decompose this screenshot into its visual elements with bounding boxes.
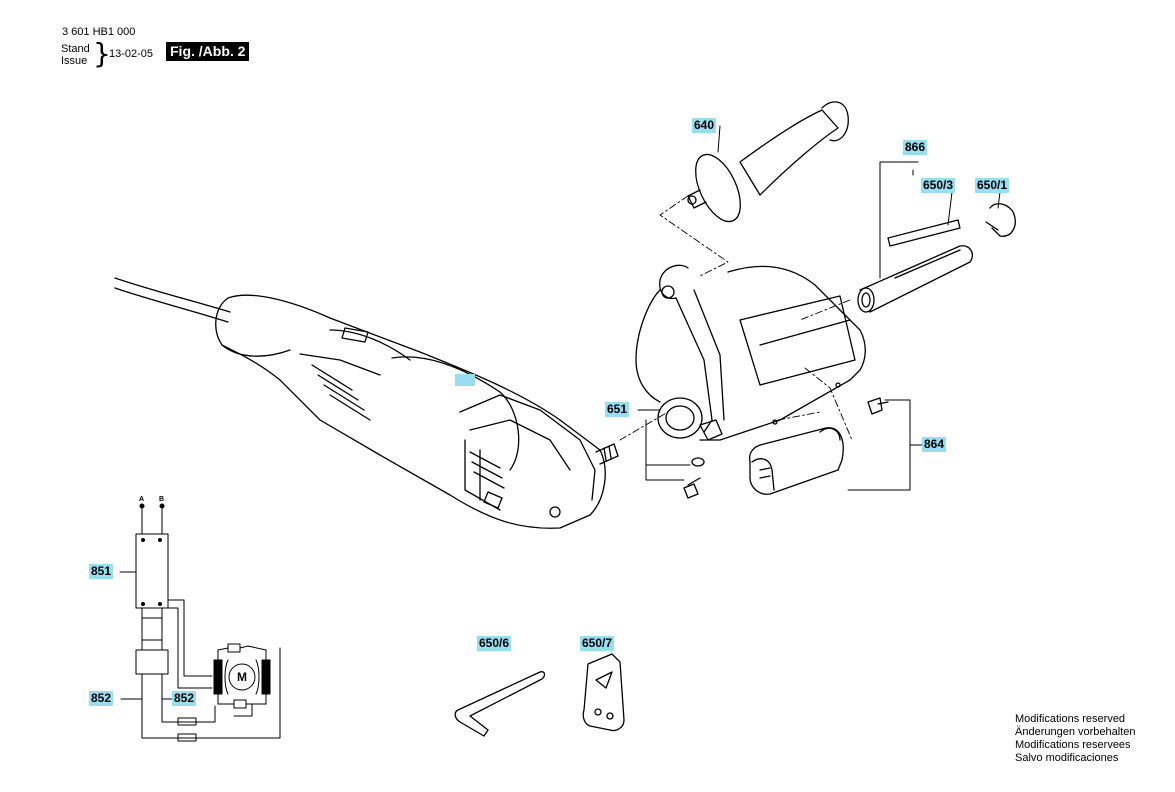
- leader-lines: [637, 125, 1001, 491]
- notice-line: Modifications reservees: [1015, 739, 1131, 751]
- schematic-leaders: [119, 571, 173, 700]
- notice-line: Modifications reserved: [1015, 713, 1126, 725]
- callout-650-7: 650/7: [580, 636, 615, 651]
- issue-date: 13-02-05: [109, 48, 154, 60]
- callout-650-6: 650/6: [477, 636, 512, 651]
- figure-badge: Fig. /Abb. 2: [166, 42, 250, 61]
- side-handle: [687, 101, 849, 223]
- terminal-b-label: B: [159, 496, 164, 503]
- wiring-schematic: [135, 503, 281, 742]
- callout-866: 866: [903, 140, 928, 155]
- callout-650-3: 650/3: [921, 178, 956, 193]
- callout-852-right: 852: [172, 691, 197, 706]
- assembly-lines: [619, 195, 853, 441]
- power-cord: [114, 277, 231, 323]
- modifications-notice: Modifications reserved Änderungen vorbeh…: [1015, 713, 1135, 765]
- cover-assembly: [748, 397, 889, 495]
- guard-housing: [635, 264, 866, 441]
- pin-sleeve: [857, 203, 1016, 313]
- callout-852-left: 852: [89, 691, 114, 706]
- terminal-a-label: A: [139, 496, 144, 503]
- plate: [582, 653, 625, 732]
- highlight-mark: [455, 374, 475, 386]
- callout-650-1: 650/1: [975, 178, 1010, 193]
- notice-line: Salvo modificaciones: [1015, 752, 1119, 764]
- callout-864: 864: [922, 437, 947, 452]
- hex-key: [454, 671, 546, 737]
- brace-glyph: }: [93, 37, 111, 70]
- callout-640: 640: [692, 118, 717, 133]
- issue-label: Issue: [61, 55, 88, 67]
- stand-label: Stand: [61, 43, 90, 55]
- document-number: 3 601 HB1 000: [62, 26, 136, 38]
- callout-851: 851: [89, 564, 114, 579]
- notice-line: Änderungen vorbehalten: [1015, 726, 1136, 738]
- washer-screw: [683, 457, 705, 499]
- motor-label: M: [237, 670, 247, 684]
- tool-body: [215, 294, 619, 529]
- callout-651: 651: [605, 402, 630, 417]
